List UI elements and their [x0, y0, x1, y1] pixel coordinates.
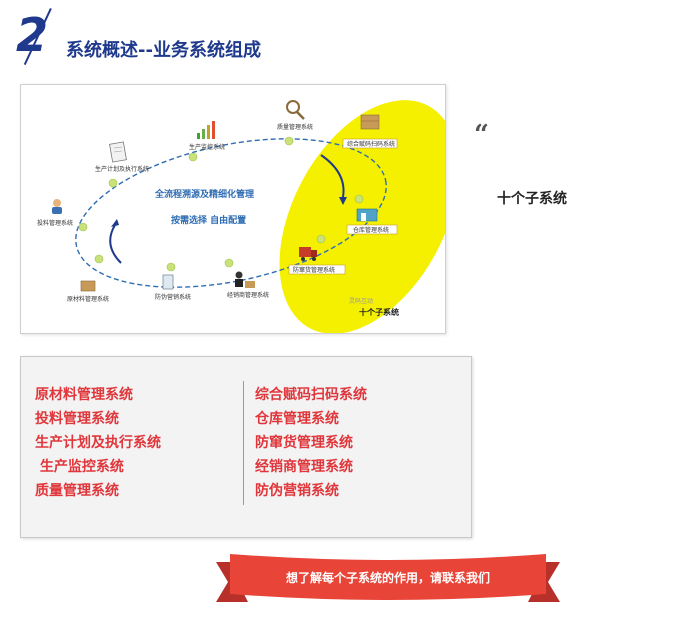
- node-label-raw-material: 原材料管理系统: [67, 295, 109, 303]
- node-label-anti-counterfeit: 防伪营销系统: [155, 293, 191, 301]
- box-icon-raw-material: [80, 280, 96, 292]
- node-label-production-monitor: 生产监控系统: [189, 143, 225, 151]
- node-label-boxes: [288, 138, 398, 275]
- highlight-ellipse: [279, 100, 445, 333]
- tablet-icon: [162, 274, 174, 290]
- list-item: 经销商管理系统: [255, 459, 353, 475]
- bar-chart-icon: [197, 121, 215, 139]
- magnifier-icon: [286, 100, 305, 120]
- system-diagram: 质量管理系统 生产监控系统 生产计划及执行系统 投料管理系统 原材料管理系统 防…: [20, 84, 446, 334]
- ten-systems-label: 十个子系统: [359, 307, 399, 317]
- arrow-head-right: [339, 197, 347, 205]
- node-label-feeding: 投料管理系统: [37, 219, 73, 227]
- center-text-config: 按需选择 自由配置: [171, 214, 246, 226]
- node-label-production-plan: 生产计划及执行系统: [95, 165, 149, 173]
- arrow-head-left: [111, 219, 119, 227]
- system-diagram-svg: 质量管理系统 生产监控系统 生产计划及执行系统 投料管理系统 原材料管理系统 防…: [37, 100, 445, 333]
- ten-subsystems-caption: 十个子系统: [497, 191, 567, 207]
- node-label-dealer: 经销商管理系统: [227, 291, 269, 299]
- list-item: 防窜货管理系统: [255, 435, 353, 451]
- node-label-anti-diversion: 防窜货管理系统: [293, 266, 335, 274]
- watermark-text: 灵码互动: [349, 297, 373, 305]
- list-item: 防伪营销系统: [255, 483, 339, 499]
- list-item: 生产监控系统: [35, 459, 124, 475]
- document-icon: [109, 141, 127, 163]
- subsystem-list-box: 原材料管理系统 投料管理系统 生产计划及执行系统 生产监控系统 质量管理系统 综…: [20, 356, 472, 538]
- truck-icon: [299, 247, 317, 261]
- box-icon-coding: [360, 114, 380, 130]
- center-text-tracing: 全流程溯源及精细化管理: [154, 188, 254, 200]
- orbit-path: [75, 138, 387, 288]
- node-label-quality: 质量管理系统: [277, 123, 313, 131]
- node-label-coding-scan: 综合赋码扫码系统: [347, 140, 395, 148]
- ribbon-shape: [216, 554, 560, 602]
- subsystem-list-left: 原材料管理系统 投料管理系统 生产计划及执行系统 生产监控系统 质量管理系统: [35, 383, 161, 503]
- list-item: 质量管理系统: [35, 483, 119, 499]
- worker-icon: [235, 271, 255, 288]
- warehouse-icon: [356, 208, 378, 222]
- list-item: 综合赋码扫码系统: [255, 387, 367, 403]
- quote-mark: “: [474, 120, 489, 150]
- list-item: 生产计划及执行系统: [35, 435, 161, 451]
- section-title: 系统概述--业务系统组成: [66, 40, 261, 61]
- list-item: 仓库管理系统: [255, 411, 339, 427]
- contact-banner[interactable]: 想了解每个子系统的作用，请联系我们: [216, 544, 560, 606]
- subsystem-list-right: 综合赋码扫码系统 仓库管理系统 防窜货管理系统 经销商管理系统 防伪营销系统: [255, 383, 367, 503]
- orbit-arrow-left: [109, 224, 122, 264]
- list-column-divider: [243, 381, 244, 505]
- person-icon: [52, 199, 62, 214]
- orbit-dots: [78, 136, 364, 272]
- orbit-arrow-right: [320, 154, 345, 198]
- node-label-warehouse: 仓库管理系统: [353, 226, 389, 234]
- contact-banner-text: 想了解每个子系统的作用，请联系我们: [285, 571, 490, 585]
- list-item: 投料管理系统: [35, 411, 119, 427]
- list-item: 原材料管理系统: [35, 387, 133, 403]
